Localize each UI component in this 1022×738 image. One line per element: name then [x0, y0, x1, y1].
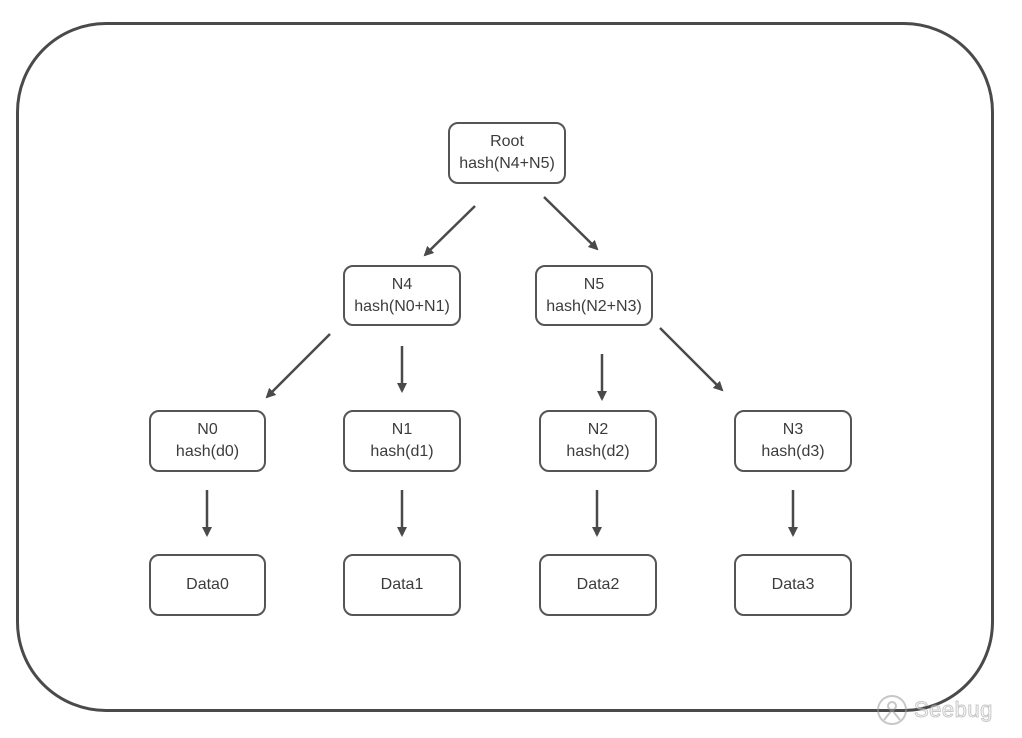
seebug-watermark: Seebug [874, 690, 1004, 730]
node-n5: N5 hash(N2+N3) [535, 265, 653, 326]
diagram-frame [16, 22, 994, 712]
node-n4-hash: hash(N0+N1) [354, 297, 450, 315]
node-n4-title: N4 [391, 275, 413, 293]
node-data0-label: Data0 [186, 576, 229, 593]
node-n3-hash: hash(d3) [761, 443, 825, 460]
node-data3: Data3 [734, 554, 852, 616]
node-n3-title: N3 [782, 421, 804, 438]
node-n5-title: N5 [583, 275, 605, 293]
node-n2: N2 hash(d2) [539, 410, 657, 472]
node-n1-hash: hash(d1) [370, 443, 434, 460]
node-data2: Data2 [539, 554, 657, 616]
node-n5-hash: hash(N2+N3) [546, 297, 642, 315]
node-n4: N4 hash(N0+N1) [343, 265, 461, 326]
node-n1-title: N1 [391, 421, 413, 438]
edge-n4-n0 [265, 333, 331, 399]
node-n0-title: N0 [197, 421, 218, 438]
node-data1: Data1 [343, 554, 461, 616]
node-n0-hash: hash(d0) [175, 443, 240, 460]
node-data1-label: Data1 [380, 576, 424, 593]
node-n3: N3 hash(d3) [734, 410, 852, 472]
edge-root-n5 [543, 196, 599, 251]
seebug-logo-icon [877, 695, 907, 725]
node-root-title: Root [490, 133, 524, 150]
node-root-hash: hash(N4+N5) [459, 155, 555, 172]
seebug-watermark-text: Seebug [914, 697, 993, 723]
node-data2-label: Data2 [576, 576, 620, 593]
node-n1: N1 hash(d1) [343, 410, 461, 472]
node-n2-title: N2 [587, 421, 609, 438]
node-n2-hash: hash(d2) [566, 443, 630, 460]
node-root: Root hash(N4+N5) [448, 122, 566, 184]
node-n0: N0 hash(d0) [149, 410, 266, 472]
node-data3-label: Data3 [771, 576, 815, 593]
edge-root-n4 [423, 205, 476, 257]
edge-n5-n3 [659, 327, 724, 392]
node-data0: Data0 [149, 554, 266, 616]
